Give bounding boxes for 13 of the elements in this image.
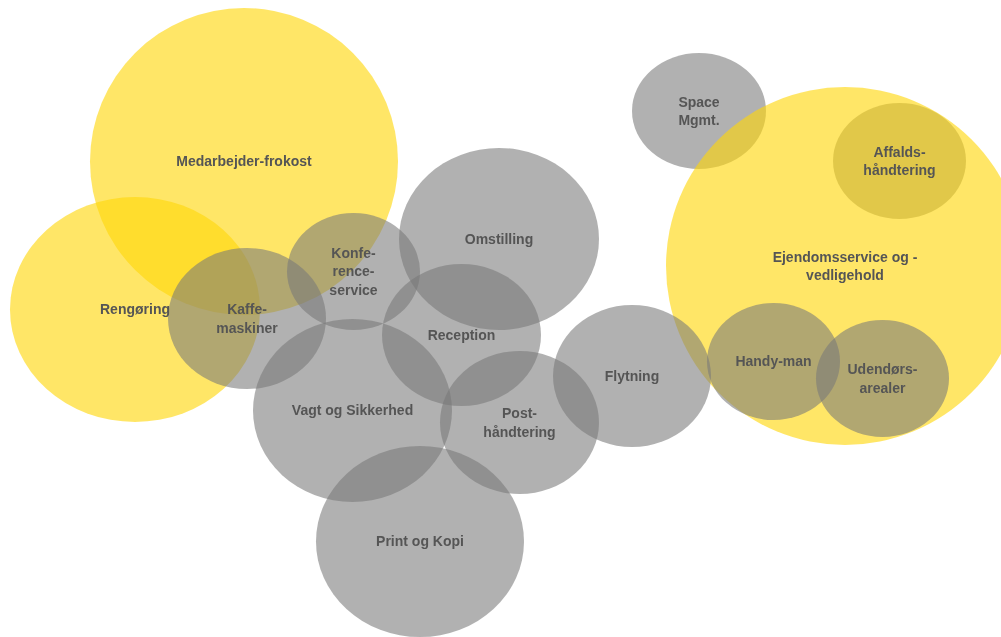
bubble-label: Reception	[427, 325, 496, 345]
bubble-label: Ejendomsservice og - vedligehold	[771, 247, 919, 285]
bubble-label: Omstilling	[464, 229, 534, 249]
bubble-label: Rengøring	[100, 300, 170, 319]
bubble-label: Affalds- håndtering	[862, 142, 937, 180]
bubble-label: Post- håndtering	[482, 404, 557, 441]
bubble-label: Udendørs- arealer	[846, 360, 919, 397]
bubble-label: Vagt og Sikkerhed	[291, 401, 414, 420]
bubble-label: Print og Kopi	[376, 532, 464, 551]
bubble-label: Medarbejder-frokost	[176, 152, 312, 171]
bubble-label: Space Mgmt.	[677, 92, 721, 130]
bubble-label: Handy-man	[735, 352, 812, 371]
bubble-label: Flytning	[604, 366, 660, 386]
